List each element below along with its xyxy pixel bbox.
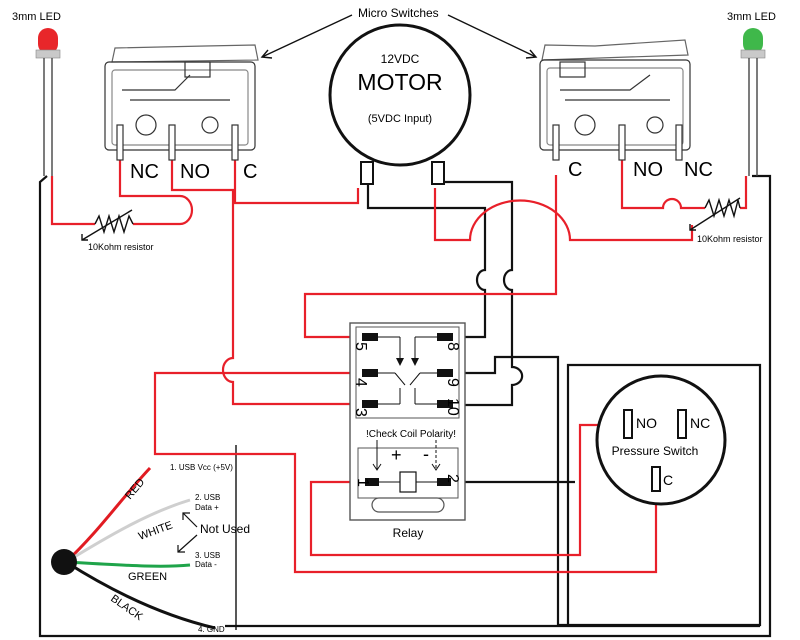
black-wires <box>38 165 772 638</box>
relay-pin-4: 4 <box>352 378 369 387</box>
relay-pin-1: 1 <box>354 478 371 487</box>
led-red-icon <box>35 28 61 176</box>
resistor-icon <box>81 209 134 241</box>
motor-input: (5VDC Input) <box>368 113 432 125</box>
wire-left-resistor-nc <box>118 160 194 226</box>
usb-vcc-label: 1. USB Vcc (+5V) <box>170 463 233 472</box>
microswitch-right-icon <box>539 39 691 161</box>
right-switch-c: C <box>568 159 582 181</box>
relay-pin-3: 3 <box>352 408 369 417</box>
motor-title: MOTOR <box>357 69 442 95</box>
wire-motor-right-nc <box>433 188 694 242</box>
left-switch-c: C <box>243 161 257 183</box>
led-right-label: 3mm LED <box>727 11 776 23</box>
check-polarity-label: !Check Coil Polarity! <box>366 429 456 440</box>
left-switch-nc: NC <box>130 161 159 183</box>
wire-relay-5-right-c <box>303 175 558 339</box>
usb-green-label: GREEN <box>128 571 167 583</box>
relay-coil-minus: - <box>423 444 429 464</box>
relay-label: Relay <box>393 526 424 540</box>
wire-left-led-anode <box>50 176 95 226</box>
motor-voltage: 12VDC <box>381 52 420 66</box>
resistor-right-icon <box>689 197 741 231</box>
resistor-right-label: 10Kohm resistor <box>697 234 763 244</box>
motor-icon <box>328 23 472 185</box>
wire-relay-4-usb-vcc <box>153 371 363 450</box>
led-left-label: 3mm LED <box>12 11 61 23</box>
wire-usb-vcc-pressure-c <box>153 450 658 574</box>
wire-relay-9-ground <box>460 355 762 627</box>
right-switch-no: NO <box>633 159 663 181</box>
wire-left-c-motor <box>233 160 360 205</box>
usb-data-plus-label-1: 2. USB <box>195 493 220 502</box>
relay-icon <box>349 322 466 521</box>
relay-pin-5: 5 <box>352 342 369 351</box>
wire-right-led-ground <box>228 174 772 638</box>
relay-coil-plus: + <box>391 445 402 465</box>
not-used-label: Not Used <box>200 522 250 536</box>
pressure-switch-label: Pressure Switch <box>612 444 699 458</box>
wire-right-no <box>620 160 690 210</box>
wire-motor-to-relay-8 <box>366 165 487 339</box>
wire-left-no-relay-3 <box>170 160 365 406</box>
led-green-icon <box>740 28 766 176</box>
usb-red-label: RED <box>123 476 147 502</box>
usb-cable-icon <box>51 466 216 630</box>
usb-data-minus-label-2: Data - <box>195 560 217 569</box>
usb-white-label: WHITE <box>137 519 174 542</box>
pressure-switch-icon <box>595 374 727 506</box>
micro-switches-label: Micro Switches <box>358 6 439 20</box>
relay-pin-8: 8 <box>444 342 461 351</box>
usb-data-plus-label-2: Data + <box>195 503 219 512</box>
relay-pin-10: 10 <box>444 398 461 416</box>
not-used-arrows <box>177 512 198 553</box>
usb-data-minus-label-1: 3. USB <box>195 551 220 560</box>
wire-motor-to-relay-10 <box>438 165 524 407</box>
wire-left-led-ground <box>38 175 228 638</box>
relay-pin-9: 9 <box>444 378 461 387</box>
pressure-pin-nc: NC <box>690 415 710 431</box>
pressure-pin-no: NO <box>636 415 657 431</box>
microswitch-left-icon <box>104 44 259 161</box>
micro-switch-arrows <box>260 14 538 59</box>
left-switch-no: NO <box>180 161 210 183</box>
wire-relay-1-pressure-no <box>309 423 625 557</box>
wire-right-resistor-led <box>740 176 748 210</box>
resistor-left-label: 10Kohm resistor <box>88 242 154 252</box>
usb-gnd-label: 4. GND <box>198 625 225 634</box>
right-switch-nc: NC <box>684 159 713 181</box>
red-wires <box>50 160 748 574</box>
pressure-pin-c: C <box>663 472 673 488</box>
relay-pin-2: 2 <box>444 474 461 483</box>
